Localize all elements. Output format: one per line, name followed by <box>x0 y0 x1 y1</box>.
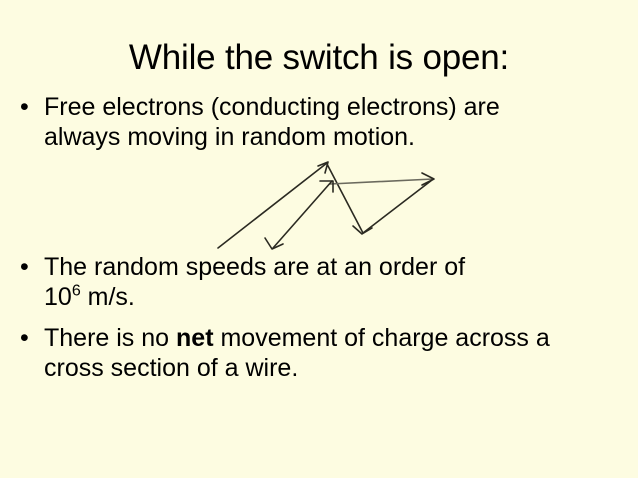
text-before-emphasis: There is no <box>44 324 177 352</box>
bullet-list: • Free electrons (conducting electrons) … <box>14 92 626 383</box>
list-item-line: always moving in random motion. <box>44 123 415 151</box>
emphasis-net: net <box>176 324 214 352</box>
list-item-line: 106 m/s. <box>44 282 626 312</box>
order-magnitude-base: 10 <box>44 283 72 311</box>
order-magnitude-exponent: 6 <box>71 282 81 300</box>
arrowhead-bottom <box>352 225 373 235</box>
list-item-line: There is no net movement of charge acros… <box>44 323 626 353</box>
bullet-marker: • <box>20 253 29 281</box>
bullet-marker: • <box>20 324 29 352</box>
arrowhead-lower-left <box>264 237 284 250</box>
arrowhead-right <box>421 172 435 186</box>
arrow-segment-down-right <box>326 163 364 234</box>
random-motion-diagram <box>200 148 460 268</box>
page-title: While the switch is open: <box>128 38 510 77</box>
arrow-segment-up-right <box>217 162 328 249</box>
list-item-line: cross section of a wire. <box>44 354 299 382</box>
list-item: • There is no net movement of charge acr… <box>14 323 626 383</box>
arrowhead-apex <box>317 161 329 174</box>
list-item: • Free electrons (conducting electrons) … <box>14 92 626 152</box>
list-item-line: The random speeds are at an order of <box>44 253 466 281</box>
list-item: • The random speeds are at an order of 1… <box>14 252 626 312</box>
arrowhead-crossing <box>319 180 334 193</box>
arrow-segment-up-right-2 <box>362 179 433 234</box>
bullet-marker: • <box>20 93 29 121</box>
text-after-emphasis: movement of charge across a <box>213 324 550 352</box>
order-magnitude-unit: m/s. <box>80 283 135 311</box>
list-item-line: Free electrons (conducting electrons) ar… <box>44 93 500 121</box>
arrow-segment-down-left <box>272 180 333 249</box>
arrow-segment-horizontal <box>329 178 434 185</box>
